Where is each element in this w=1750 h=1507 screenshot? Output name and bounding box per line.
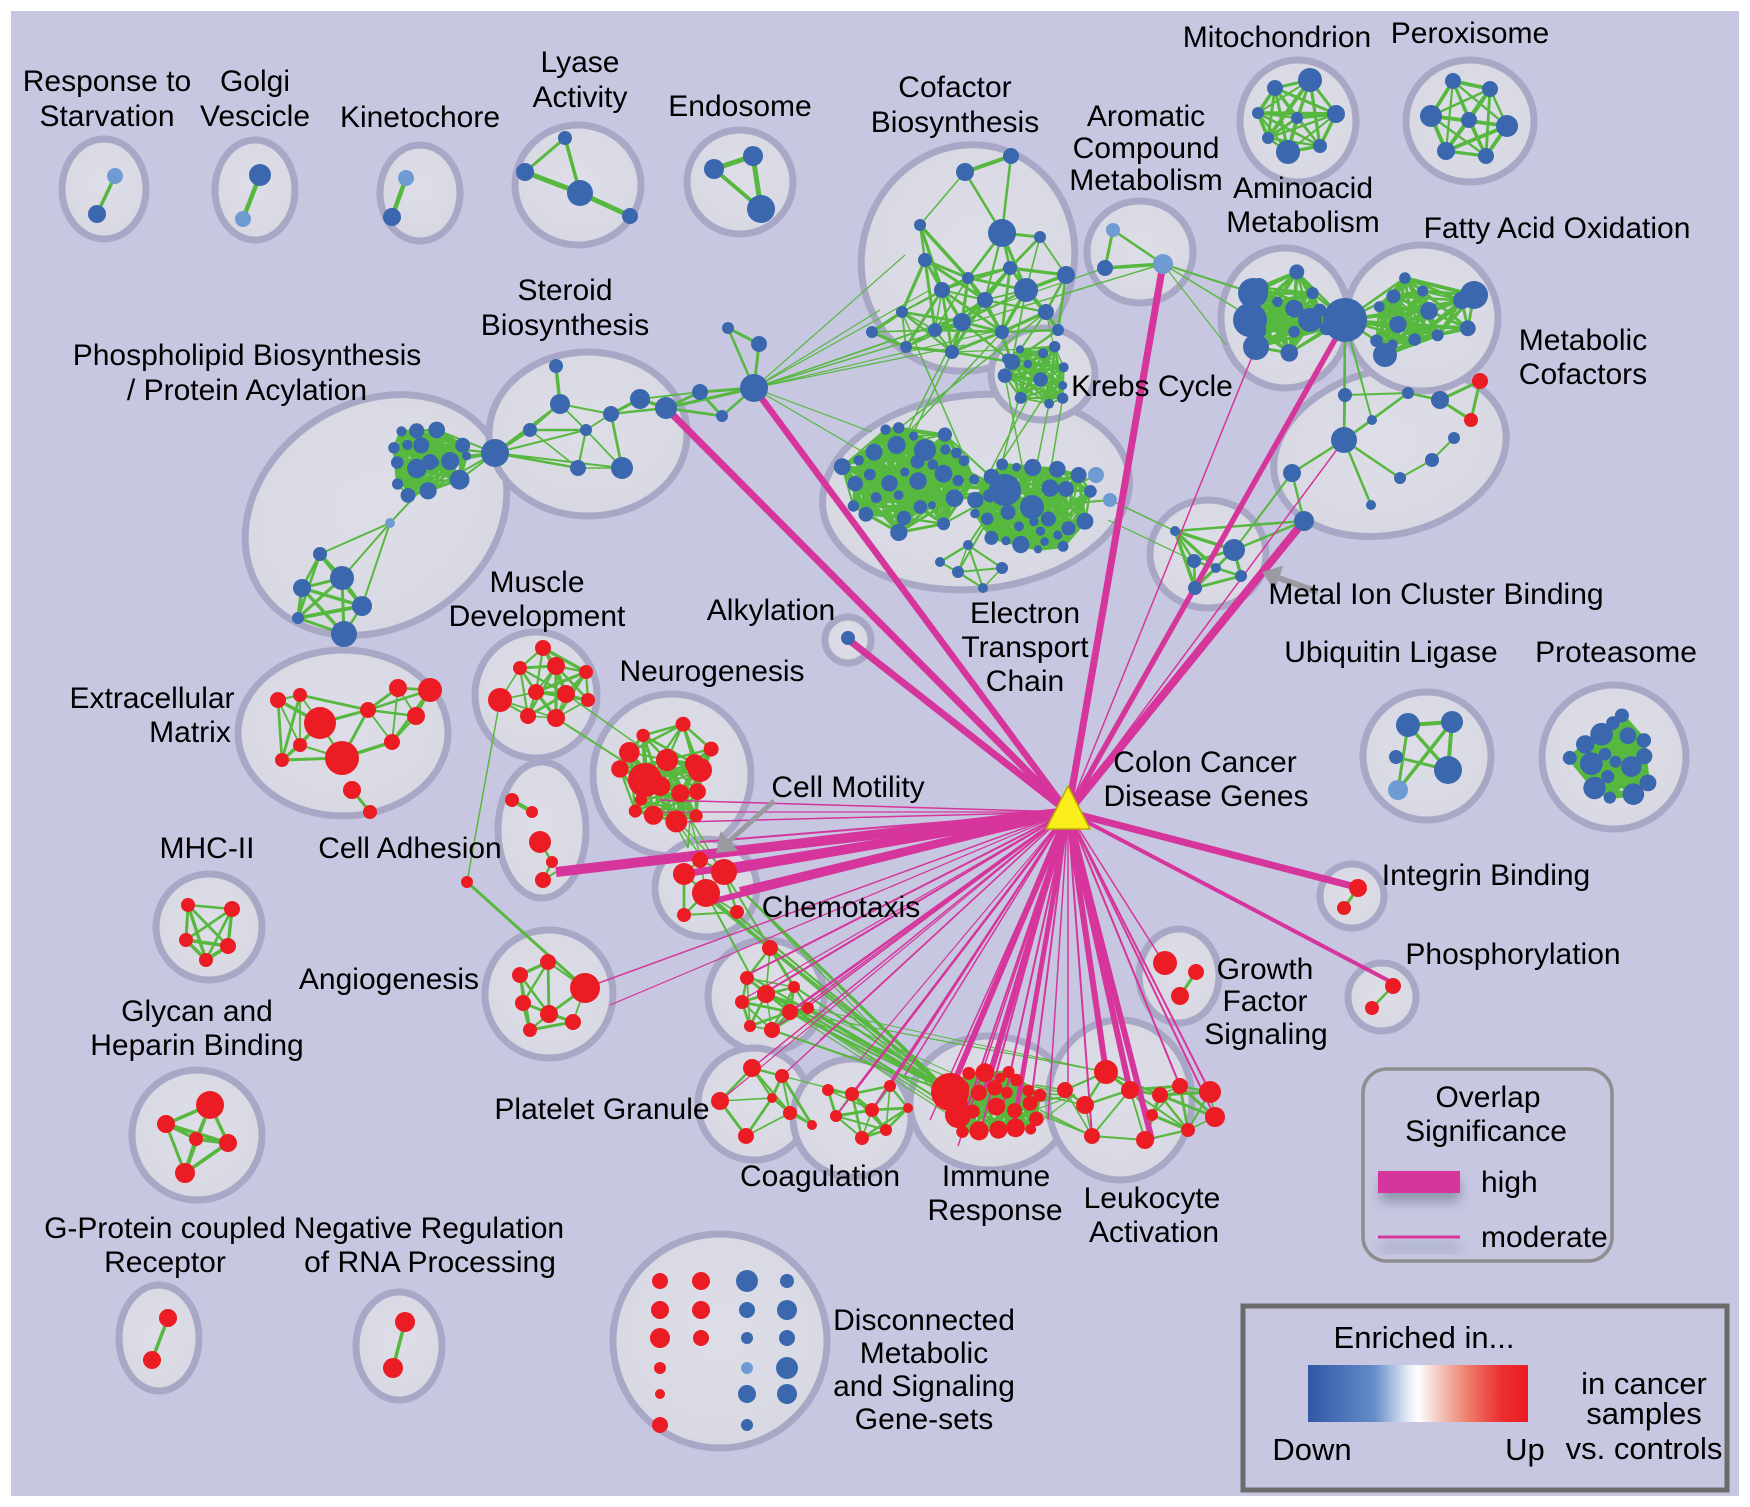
svg-text:Biosynthesis: Biosynthesis xyxy=(481,309,649,342)
svg-text:Negative Regulation: Negative Regulation xyxy=(294,1212,564,1245)
svg-text:Overlap: Overlap xyxy=(1435,1081,1540,1114)
svg-text:Kinetochore: Kinetochore xyxy=(340,101,500,134)
svg-text:Fatty Acid Oxidation: Fatty Acid Oxidation xyxy=(1424,212,1691,245)
svg-text:and Signaling: and Signaling xyxy=(833,1370,1015,1403)
svg-text:Heparin Binding: Heparin Binding xyxy=(90,1029,303,1062)
svg-text:Biosynthesis: Biosynthesis xyxy=(871,106,1039,139)
svg-text:/ Protein Acylation: / Protein Acylation xyxy=(127,374,367,407)
svg-text:Starvation: Starvation xyxy=(39,100,174,133)
svg-text:Matrix: Matrix xyxy=(149,716,231,749)
svg-text:Neurogenesis: Neurogenesis xyxy=(619,655,804,688)
svg-text:Chain: Chain xyxy=(986,665,1064,698)
svg-text:G-Protein coupled: G-Protein coupled xyxy=(44,1212,286,1245)
svg-text:Aminoacid: Aminoacid xyxy=(1233,172,1373,205)
svg-text:Factor: Factor xyxy=(1222,985,1307,1018)
svg-text:Gene-sets: Gene-sets xyxy=(855,1403,993,1436)
svg-text:Leukocyte: Leukocyte xyxy=(1084,1182,1221,1215)
svg-text:MHC-II: MHC-II xyxy=(160,832,255,865)
svg-text:Proteasome: Proteasome xyxy=(1535,636,1697,669)
svg-text:Extracellular: Extracellular xyxy=(69,682,234,715)
svg-text:Cofactor: Cofactor xyxy=(898,71,1011,104)
svg-text:Response to: Response to xyxy=(23,65,191,98)
svg-text:Growth: Growth xyxy=(1217,953,1314,986)
svg-text:Activity: Activity xyxy=(532,81,627,114)
svg-text:Down: Down xyxy=(1272,1432,1351,1467)
svg-text:Alkylation: Alkylation xyxy=(707,594,835,627)
svg-text:Ubiquitin Ligase: Ubiquitin Ligase xyxy=(1284,636,1497,669)
svg-text:Metabolic: Metabolic xyxy=(1519,324,1647,357)
svg-text:samples: samples xyxy=(1586,1396,1701,1431)
svg-text:Cofactors: Cofactors xyxy=(1519,358,1647,391)
svg-text:Integrin Binding: Integrin Binding xyxy=(1382,859,1590,892)
svg-text:Krebs Cycle: Krebs Cycle xyxy=(1071,370,1233,403)
svg-text:Up: Up xyxy=(1505,1432,1545,1467)
svg-text:Vescicle: Vescicle xyxy=(200,100,310,133)
svg-text:Coagulation: Coagulation xyxy=(740,1160,900,1193)
svg-text:Signaling: Signaling xyxy=(1204,1018,1327,1051)
svg-text:Disease Genes: Disease Genes xyxy=(1103,780,1308,813)
svg-text:Golgi: Golgi xyxy=(220,65,290,98)
svg-text:Metabolism: Metabolism xyxy=(1069,164,1222,197)
svg-text:Enriched in...: Enriched in... xyxy=(1334,1320,1515,1355)
svg-text:Metal Ion Cluster Binding: Metal Ion Cluster Binding xyxy=(1268,578,1603,611)
svg-text:Phosphorylation: Phosphorylation xyxy=(1405,938,1620,971)
svg-text:in cancer: in cancer xyxy=(1581,1366,1707,1401)
svg-text:Immune: Immune xyxy=(942,1160,1050,1193)
svg-text:Development: Development xyxy=(449,600,626,633)
svg-text:Response: Response xyxy=(927,1194,1062,1227)
svg-text:Receptor: Receptor xyxy=(104,1246,226,1279)
svg-text:Phospholipid Biosynthesis: Phospholipid Biosynthesis xyxy=(73,339,422,372)
svg-text:Transport: Transport xyxy=(961,631,1089,664)
svg-text:Cell Adhesion: Cell Adhesion xyxy=(318,832,501,865)
svg-text:Chemotaxis: Chemotaxis xyxy=(762,891,920,924)
svg-text:Aromatic: Aromatic xyxy=(1087,100,1205,133)
svg-text:Peroxisome: Peroxisome xyxy=(1391,17,1549,50)
svg-text:Colon Cancer: Colon Cancer xyxy=(1113,746,1296,779)
svg-text:Mitochondrion: Mitochondrion xyxy=(1183,21,1371,54)
svg-text:Disconnected: Disconnected xyxy=(833,1304,1015,1337)
svg-text:moderate: moderate xyxy=(1481,1221,1608,1254)
svg-text:Platelet Granule: Platelet Granule xyxy=(494,1093,709,1126)
svg-text:Metabolic: Metabolic xyxy=(860,1337,988,1370)
svg-text:Activation: Activation xyxy=(1089,1216,1219,1249)
svg-text:Compound: Compound xyxy=(1073,132,1220,165)
svg-text:of RNA Processing: of RNA Processing xyxy=(304,1246,556,1279)
svg-text:vs. controls: vs. controls xyxy=(1566,1431,1723,1466)
svg-text:Significance: Significance xyxy=(1405,1115,1567,1148)
svg-text:Angiogenesis: Angiogenesis xyxy=(299,963,479,996)
svg-text:Electron: Electron xyxy=(970,597,1080,630)
svg-text:Glycan and: Glycan and xyxy=(121,995,273,1028)
svg-text:Lyase: Lyase xyxy=(541,46,620,79)
svg-text:Cell Motility: Cell Motility xyxy=(771,771,924,804)
svg-text:Steroid: Steroid xyxy=(517,274,612,307)
svg-text:high: high xyxy=(1481,1166,1538,1199)
svg-text:Metabolism: Metabolism xyxy=(1226,206,1379,239)
svg-text:Endosome: Endosome xyxy=(668,90,811,123)
svg-text:Muscle: Muscle xyxy=(489,566,584,599)
